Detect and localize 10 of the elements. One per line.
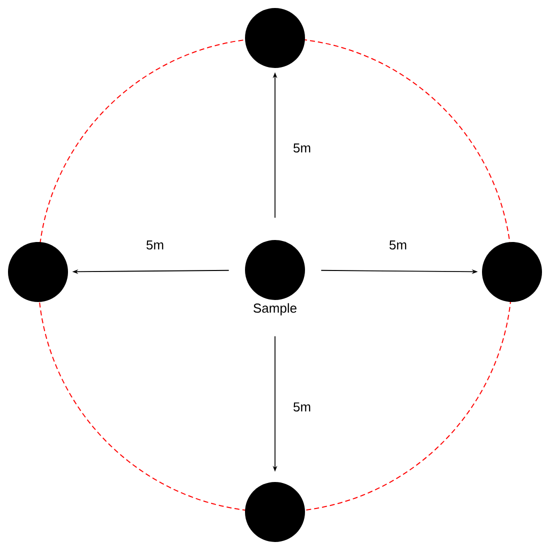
node-label: Sample — [254, 303, 296, 316]
sample-point — [245, 8, 305, 68]
edge-label: 5m — [292, 401, 312, 413]
sample-point — [8, 242, 68, 302]
sample-point — [245, 240, 305, 300]
edge-label: 5m — [292, 142, 312, 154]
sample-point — [245, 482, 305, 542]
edge-label: 5m — [144, 239, 166, 251]
edge-label: 5m — [388, 239, 408, 251]
sample-point — [482, 242, 542, 302]
